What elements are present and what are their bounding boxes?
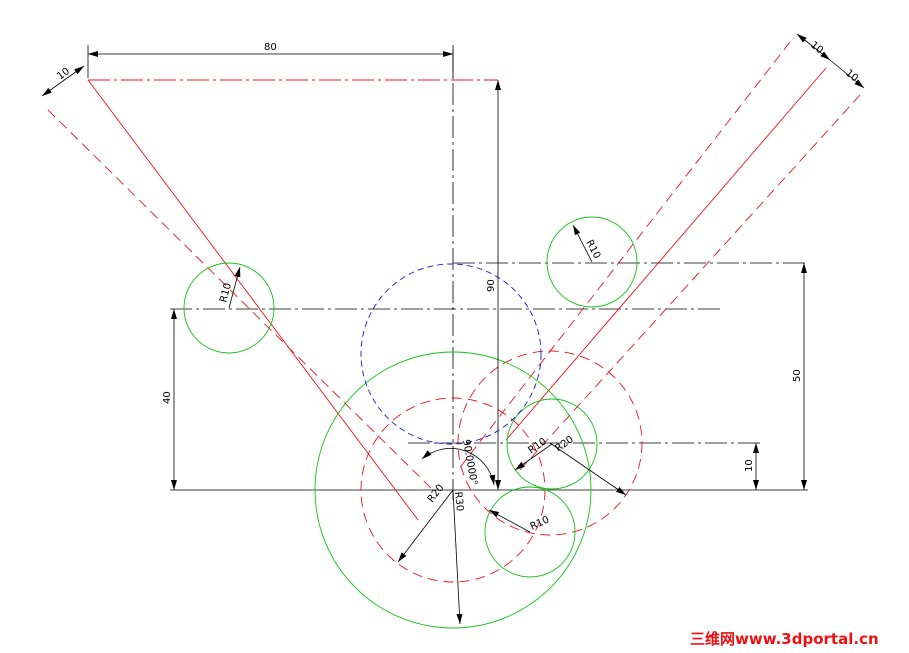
center-lines xyxy=(170,50,808,500)
dim-10-left-label: 10 xyxy=(55,66,72,82)
dim-80-label: 80 xyxy=(264,42,277,53)
dim-90-label: 90 xyxy=(486,279,497,292)
green-circles xyxy=(183,216,638,629)
dimensions xyxy=(41,33,865,625)
angle-label: 90.0000° xyxy=(460,439,479,487)
r30-center-label: R30 xyxy=(452,491,465,512)
dim-10-vertical-label: 10 xyxy=(744,459,755,472)
r10-mid-circle xyxy=(506,398,598,490)
dim-40-label: 40 xyxy=(162,391,173,404)
r10-bottom-circle xyxy=(484,486,576,578)
right-arm-line-3 xyxy=(519,94,861,471)
r20-center-circle xyxy=(360,397,546,583)
blue-dashed-circle xyxy=(360,263,542,445)
r20-mid-label: R20 xyxy=(553,434,575,454)
dim-10-right-b-label: 10 xyxy=(843,68,860,85)
r10-top-right-circle xyxy=(546,216,638,308)
right-arm-line-1 xyxy=(457,41,791,471)
r10-mid-label: R10 xyxy=(526,436,548,456)
r20-mid-circle xyxy=(457,350,643,536)
watermark: 三维网www.3dportal.cn xyxy=(690,630,879,648)
left-arm-edge-outer xyxy=(87,79,419,521)
r10-left-label: R10 xyxy=(218,282,234,304)
r10-top-right-label: R10 xyxy=(583,238,602,261)
red-geometry xyxy=(47,41,861,583)
dimension-labels: 80 10 10 10 90 50 40 10 R10 R10 R10 R20 … xyxy=(55,40,860,533)
r10-left-circle xyxy=(183,262,275,354)
r30-center-circle xyxy=(314,351,592,629)
dim-50-label: 50 xyxy=(792,369,803,382)
r10-bottom-label: R10 xyxy=(529,514,551,532)
right-arm-line-2 xyxy=(505,67,827,441)
left-arm-edge-inner xyxy=(47,109,436,493)
